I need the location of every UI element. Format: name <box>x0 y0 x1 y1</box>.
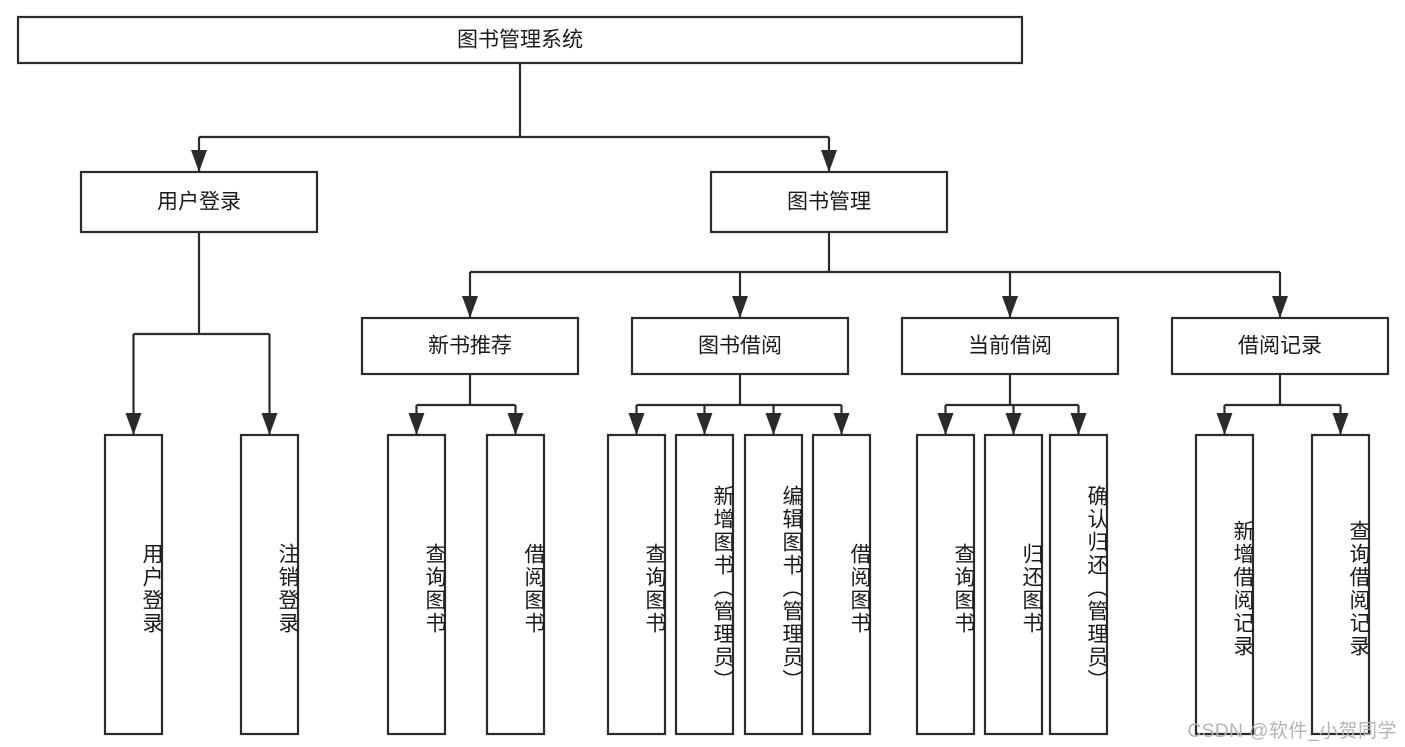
node-box-leaf-borrow-book-new[interactable] <box>485 433 546 736</box>
leaf-current-borrow-arrow-2 <box>1070 413 1087 435</box>
node-label-current-borrow: 当前借阅 <box>968 335 1052 358</box>
node-box-borrow-record[interactable] <box>1170 316 1390 376</box>
leaf-book-borrow-arrow-1 <box>696 413 713 435</box>
node-box-user-login[interactable] <box>79 170 319 234</box>
l2-to-l3-arrow-3 <box>1272 296 1288 318</box>
node-box-root[interactable] <box>16 15 1024 65</box>
node-box-leaf-user-login[interactable] <box>103 433 164 736</box>
node-box-leaf-confirm-return-admin[interactable] <box>1048 433 1109 736</box>
node-box-new-book-recommend[interactable] <box>360 316 580 376</box>
node-box-leaf-query-book-new[interactable] <box>386 433 447 736</box>
leaf-borrow-record-arrow-1 <box>1332 413 1349 435</box>
leaf-book-borrow-arrow-3 <box>833 413 850 435</box>
node-label-user-login: 用户登录 <box>157 191 241 214</box>
boxes-layer <box>16 15 1390 736</box>
node-label-borrow-record: 借阅记录 <box>1238 335 1322 358</box>
node-box-current-borrow[interactable] <box>900 316 1120 376</box>
l2-to-l3-arrow-0 <box>462 296 478 318</box>
node-label-book-borrow: 图书借阅 <box>698 335 782 358</box>
csdn-watermark: CSDN @软件_小贺同学 <box>1187 721 1397 742</box>
node-box-leaf-query-book-current[interactable] <box>915 433 976 736</box>
l2-to-l3-arrow-2 <box>1002 296 1018 318</box>
node-box-book-borrow[interactable] <box>630 316 850 376</box>
node-box-leaf-query-book-borrow[interactable] <box>606 433 667 736</box>
root-to-l2-arrow-1 <box>821 150 837 172</box>
node-box-leaf-edit-book-admin[interactable] <box>743 433 804 736</box>
leaf-current-borrow-arrow-0 <box>937 413 954 435</box>
leaf-user-login-arrow-0 <box>125 413 142 435</box>
leaf-user-login-arrow-1 <box>261 413 278 435</box>
node-box-book-management[interactable] <box>709 170 949 234</box>
node-label-new-book-recommend: 新书推荐 <box>428 335 512 358</box>
node-box-leaf-query-borrow-record[interactable] <box>1310 433 1371 736</box>
node-box-leaf-add-borrow-record[interactable] <box>1194 433 1255 736</box>
leaf-current-borrow-arrow-1 <box>1005 413 1022 435</box>
node-box-leaf-borrow-book[interactable] <box>811 433 872 736</box>
root-to-l2-arrow-0 <box>191 150 207 172</box>
leaf-book-borrow-arrow-2 <box>765 413 782 435</box>
leaf-new-book-recommend-arrow-0 <box>408 413 425 435</box>
leaf-book-borrow-arrow-0 <box>628 413 645 435</box>
node-box-leaf-add-book-admin[interactable] <box>674 433 735 736</box>
node-box-leaf-return-book[interactable] <box>983 433 1044 736</box>
leaf-borrow-record-arrow-0 <box>1216 413 1233 435</box>
node-box-leaf-logout[interactable] <box>239 433 300 736</box>
node-label-book-management: 图书管理 <box>787 191 871 214</box>
leaf-new-book-recommend-arrow-1 <box>507 413 524 435</box>
l2-to-l3-arrow-1 <box>732 296 748 318</box>
connectors-layer <box>125 63 1349 435</box>
node-label-root: 图书管理系统 <box>457 29 583 52</box>
